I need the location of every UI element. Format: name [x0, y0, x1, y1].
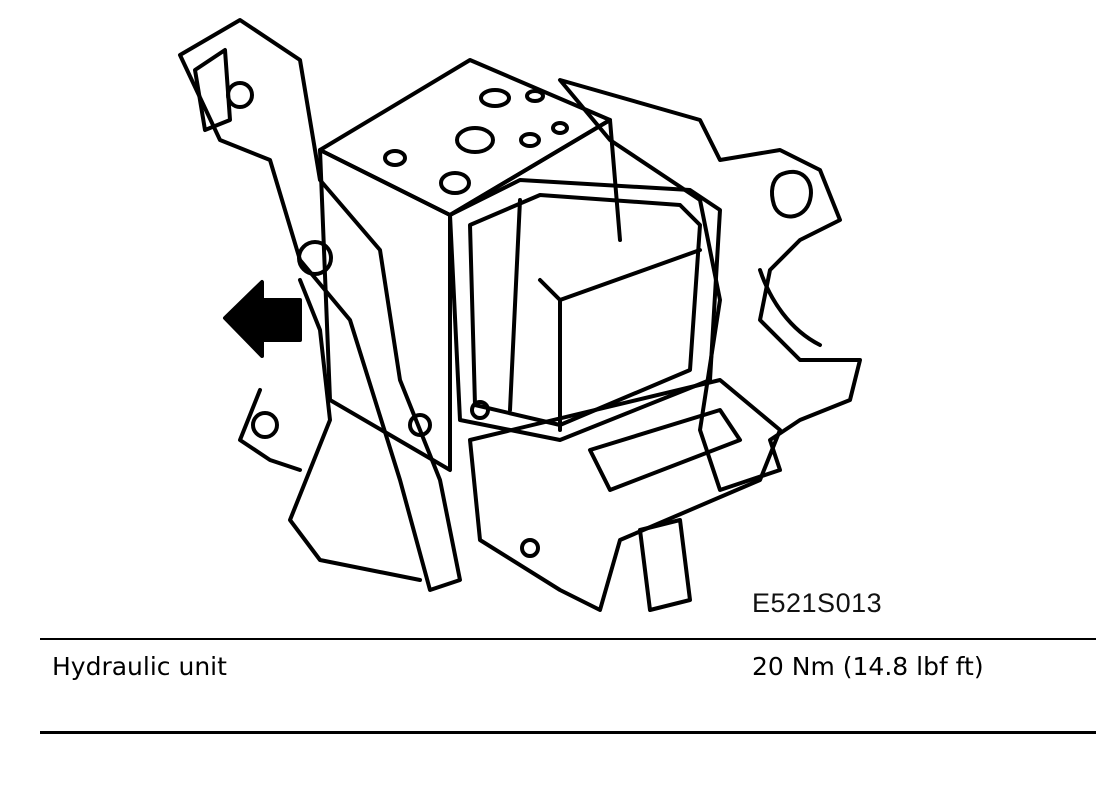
component-name: Hydraulic unit — [52, 652, 227, 681]
figure-id-label: E521S013 — [752, 588, 883, 618]
hydraulic-unit-illustration — [178, 18, 862, 612]
front-bracket — [178, 18, 462, 592]
electrical-connector — [468, 378, 782, 612]
motor-housing — [448, 178, 722, 442]
valve-block-front — [318, 148, 452, 472]
table-rule-top — [40, 638, 1096, 640]
table-rule-bottom — [40, 731, 1096, 734]
location-arrow — [223, 280, 302, 358]
torque-value: 20 Nm (14.8 lbf ft) — [752, 652, 984, 681]
